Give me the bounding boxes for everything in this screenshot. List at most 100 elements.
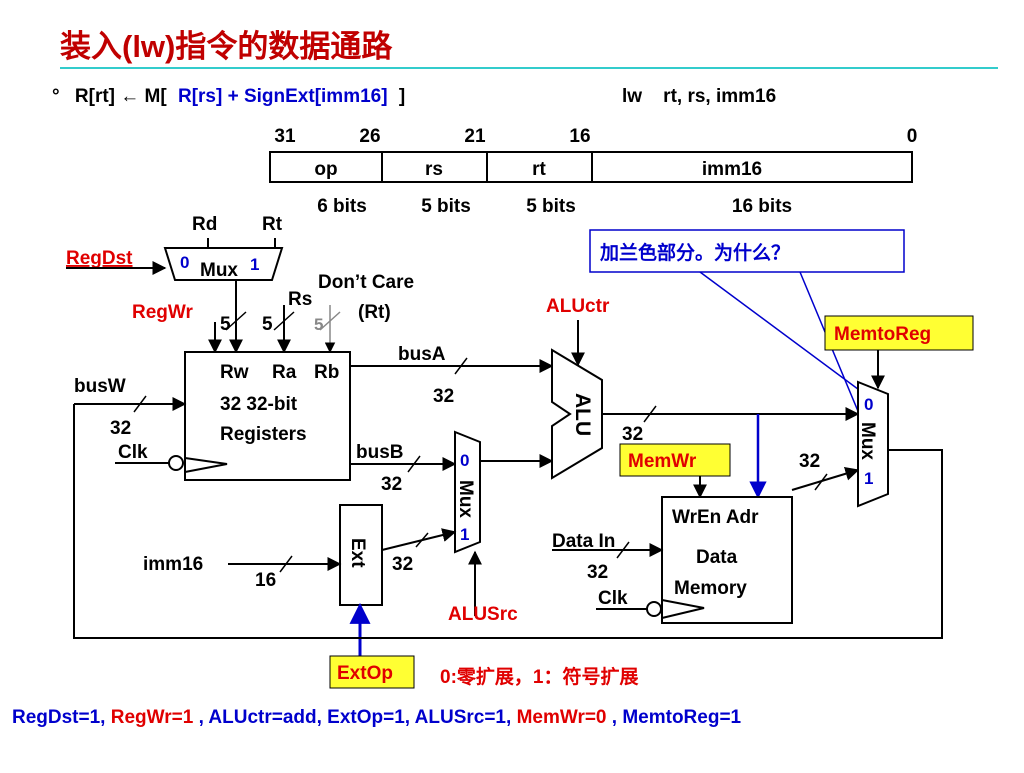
label-rt-paren: (Rt): [358, 302, 391, 323]
bus-tick: [133, 395, 147, 413]
memtoreg-highlight: [824, 315, 974, 351]
mem-clock-triangle: [661, 599, 705, 619]
label-busw: busW: [74, 376, 126, 397]
bus-tick: [279, 555, 293, 573]
port-rb: Rb: [314, 362, 339, 383]
bus-tick: [273, 311, 295, 331]
control-memtoreg: , MemtoReg=1: [612, 707, 742, 728]
bus-tick: [814, 473, 828, 491]
label-dont-care: Don’t Care: [318, 272, 414, 293]
width-data-in: 32: [587, 562, 608, 583]
note-box: [589, 229, 905, 273]
field-imm16: imm16: [702, 159, 762, 180]
width-rw: 5: [220, 314, 231, 335]
memtoreg-mux: [857, 380, 889, 508]
width-alu-out: 32: [622, 424, 643, 445]
mem-line1: Data: [696, 547, 738, 568]
regdst-mux-0: 0: [180, 253, 189, 272]
note-arrow: [699, 271, 871, 399]
width-busw: 32: [110, 418, 131, 439]
field-rt: rt: [532, 159, 546, 180]
extop-highlight: [329, 655, 415, 689]
label-aluctr: ALUctr: [546, 296, 610, 317]
control-summary: RegDst=1, RegWr=1 , ALUctr=add, ExtOp=1,…: [12, 707, 742, 728]
alusrc-mux: [454, 430, 481, 554]
bit-16: 16: [569, 126, 590, 147]
label-rt: Rt: [262, 214, 283, 235]
bit-21: 21: [464, 126, 486, 147]
width-mem-out: 32: [799, 451, 820, 472]
regdst-mux-1: 1: [250, 255, 259, 274]
bus-tick: [616, 541, 630, 559]
ext-note: 0:零扩展，1：符号扩展: [440, 665, 638, 688]
regfile-line2: Registers: [220, 424, 307, 445]
label-regwr: RegWr: [132, 302, 193, 323]
memtoreg-mux-0: 0: [864, 395, 873, 414]
bus-tick: [319, 311, 341, 331]
page-title: 装入(lw)指令的数据通路: [60, 29, 393, 64]
control-memwr: MemWr=0: [517, 707, 607, 728]
rtl-line: ° R[rt] ← M[ R[rs] + SignExt[imm16] ]: [52, 86, 405, 107]
bit-26: 26: [359, 126, 380, 147]
bus-tick: [407, 455, 421, 473]
mem-out-wire: [791, 466, 860, 491]
mem-ports: WrEn Adr: [672, 507, 759, 528]
control-alu-ext: , ALUctr=add, ExtOp=1, ALUSrc=1,: [199, 707, 517, 728]
rtl-lhs: R[rt] ← M[: [75, 86, 167, 107]
label-imm16: imm16: [143, 554, 203, 575]
regfile-line1: 32 32-bit: [220, 394, 298, 415]
alu-label: ALU: [571, 393, 594, 436]
clock-triangle: [184, 457, 228, 473]
bus-tick: [643, 405, 657, 423]
width-imm16: 16 bits: [732, 196, 792, 217]
label-clk: Clk: [118, 442, 148, 463]
alusrc-mux-1: 1: [460, 525, 469, 544]
control-regdst: RegDst=1,: [12, 707, 111, 728]
alusrc-mux-0: 0: [460, 451, 469, 470]
memtoreg-mux-label: Mux: [857, 422, 878, 460]
width-imm16-bus: 16: [255, 570, 276, 591]
label-memtoreg: MemtoReg: [834, 324, 931, 345]
memtoreg-mux-1: 1: [864, 469, 873, 488]
label-busb: busB: [356, 442, 404, 463]
writeback-wire: [73, 404, 943, 639]
memwr-highlight: [619, 443, 731, 477]
width-ra: 5: [262, 314, 273, 335]
data-memory: [661, 496, 793, 624]
label-rd: Rd: [192, 214, 217, 235]
regdst-mux-label: Mux: [200, 260, 238, 281]
mem-clock-bubble: [646, 601, 662, 617]
rtl-instruction: lw rt, rs, imm16: [622, 86, 776, 107]
note-text: 加兰色部分。为什么？: [599, 241, 790, 264]
bus-tick: [454, 357, 468, 375]
width-busb: 32: [381, 474, 402, 495]
bus-tick: [225, 311, 247, 331]
label-alusrc: ALUSrc: [448, 604, 518, 625]
width-rs: 5 bits: [421, 196, 471, 217]
ext-label: Ext: [347, 538, 368, 568]
regdst-mux: [163, 247, 284, 281]
width-busa: 32: [433, 386, 454, 407]
bus-tick: [415, 532, 429, 548]
width-rb: 5: [314, 315, 323, 334]
bit-31: 31: [274, 126, 296, 147]
mem-line2: Memory: [674, 578, 747, 599]
label-data-in: Data In: [552, 531, 615, 552]
register-file: [184, 351, 351, 481]
mem-label-clk: Clk: [598, 588, 628, 609]
rtl-address: R[rs] + SignExt[imm16]: [178, 86, 388, 107]
width-op: 6 bits: [317, 196, 367, 217]
port-rw: Rw: [220, 362, 249, 383]
width-ext-out: 32: [392, 554, 413, 575]
label-extop: ExtOp: [337, 663, 393, 684]
field-rs: rs: [425, 159, 443, 180]
label-rs: Rs: [288, 289, 312, 310]
label-regdst: RegDst: [66, 248, 133, 269]
bit-0: 0: [907, 126, 918, 147]
alusrc-mux-label: Mux: [455, 480, 476, 518]
width-rt: 5 bits: [526, 196, 576, 217]
alu: [551, 348, 603, 480]
rtl-end: ]: [399, 86, 405, 107]
control-regwr: RegWr=1: [111, 707, 194, 728]
